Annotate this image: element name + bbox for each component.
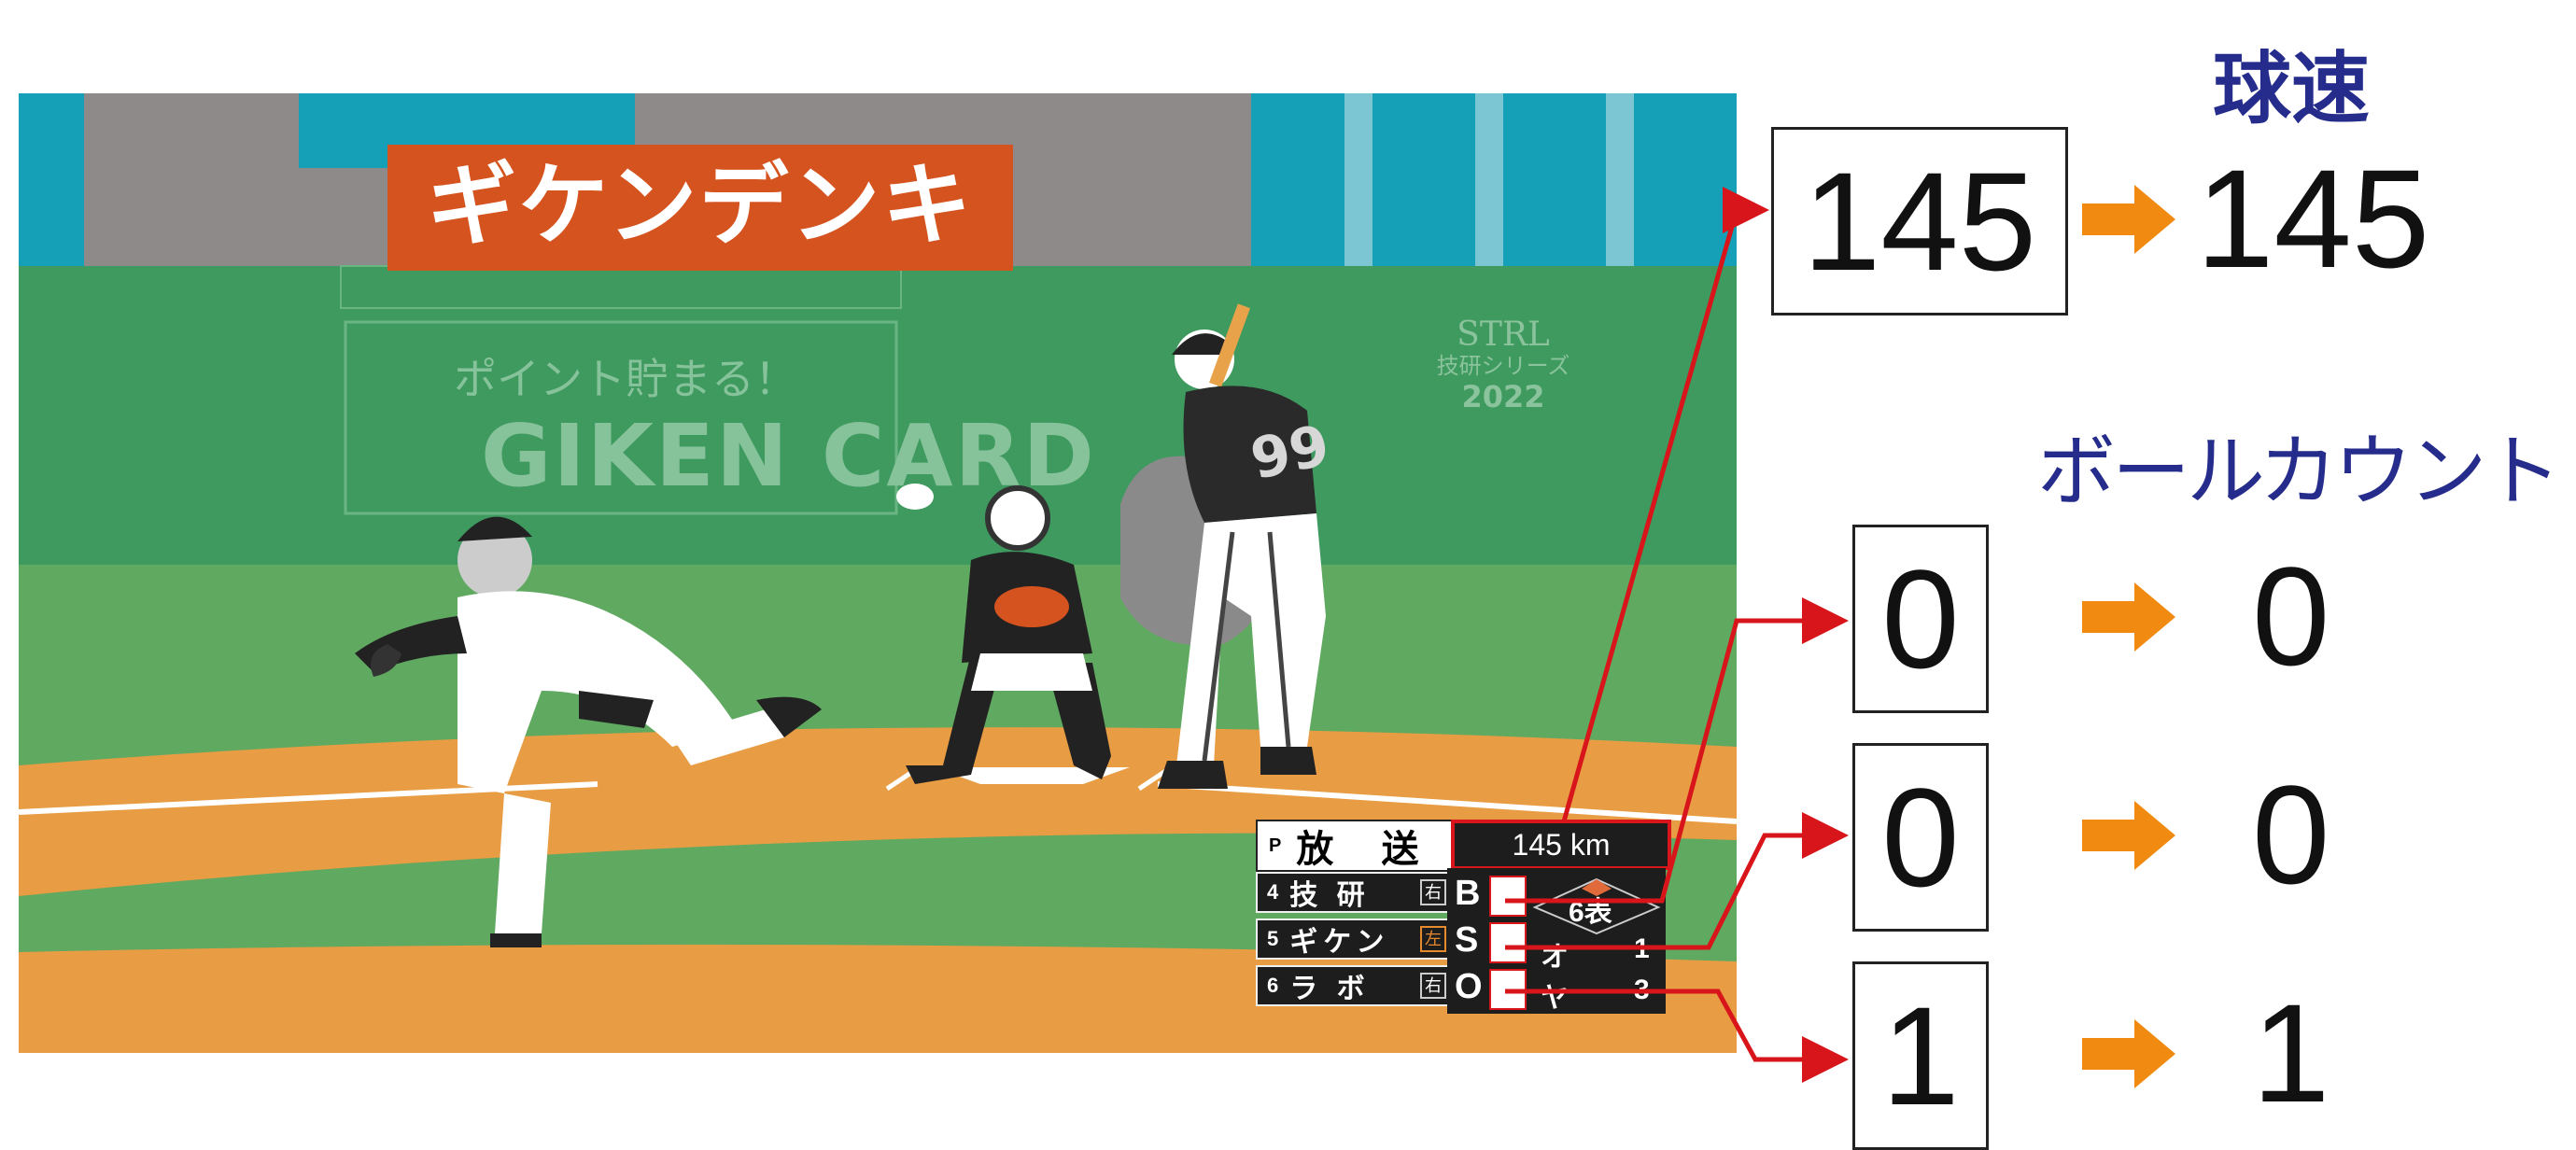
team-prefix: P <box>1269 834 1282 856</box>
ball-ocr-box: 0 <box>1852 525 1989 713</box>
batting-order-number: 4 <box>1267 880 1279 904</box>
arrow-right-icon <box>2082 801 2175 870</box>
speed-heading: 球速 <box>2213 43 2371 134</box>
series-logo-line2: 技研シリーズ <box>1436 353 1570 379</box>
sponsor-sign-text: ギケンデンキ <box>427 153 974 258</box>
ball-value: 0 <box>2252 538 2330 694</box>
scoreboard-team: P 放 送 <box>1256 820 1454 872</box>
team-name: 放 送 <box>1296 829 1438 870</box>
series-logo-line3: 2022 <box>1461 379 1545 414</box>
batting-hand-badge: 右 <box>1420 973 1446 999</box>
ad-tagline: ポイント貯まる！ <box>454 354 797 404</box>
arrow-right-icon <box>2082 1019 2175 1088</box>
batting-order-name: ギケン <box>1289 927 1390 958</box>
batting-order-row: 6 ラ ボ 右 <box>1256 965 1456 1006</box>
batting-hand-badge: 左 <box>1420 926 1446 952</box>
arrow-right-icon <box>2082 185 2175 254</box>
batting-order-row: 4 技 研 右 <box>1256 872 1456 913</box>
out-ocr-box: 1 <box>1852 961 1989 1150</box>
speed-ocr-box: 145 <box>1771 127 2068 316</box>
strike-count-box <box>1489 922 1527 963</box>
ball-count-box <box>1489 876 1527 917</box>
batting-order-number: 5 <box>1267 927 1279 950</box>
pitch-speed-display: 145 km <box>1451 820 1671 870</box>
series-logo-line1: STRL <box>1457 316 1550 354</box>
ad-brand: GIKEN CARD <box>481 406 1096 506</box>
out-label: O <box>1455 967 1483 1006</box>
strike-label: S <box>1455 920 1479 960</box>
batting-hand-badge: 右 <box>1420 879 1446 905</box>
batting-order-number: 6 <box>1267 974 1279 997</box>
runner-name: ヤ <box>1541 983 1569 1014</box>
arrow-right-icon <box>2082 582 2175 652</box>
baseball-broadcast-scene: ギケンデンキ ポイント貯まる！ GIKEN CARD STRL 技研シリーズ 2… <box>19 93 1737 1053</box>
out-value: 1 <box>2252 975 2330 1131</box>
batting-order-row: 5 ギケン 左 <box>1256 919 1456 960</box>
batting-order-name: ラ ボ <box>1289 974 1371 1004</box>
speed-value: 145 <box>2196 140 2430 297</box>
strike-ocr-box: 0 <box>1852 743 1989 932</box>
strike-value: 0 <box>2252 756 2330 913</box>
count-heading: ボールカウント <box>2037 426 2561 517</box>
base-diamond <box>1532 877 1661 935</box>
series-logo: STRL 技研シリーズ 2022 <box>1419 316 1587 415</box>
ball-label: B <box>1455 874 1481 913</box>
batting-order-name: 技 研 <box>1289 880 1371 911</box>
